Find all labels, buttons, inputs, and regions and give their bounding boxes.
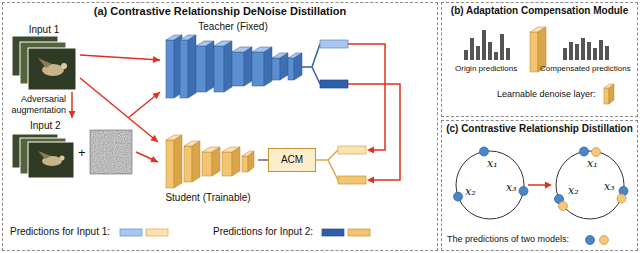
teacher-outputs	[302, 40, 348, 88]
connector-line	[128, 92, 160, 118]
connector-line	[258, 159, 268, 161]
connector	[69, 92, 76, 118]
text-label: Origin predictions	[455, 64, 517, 74]
arrowhead	[153, 56, 160, 63]
legend-text: Predictions for Input 1:	[10, 226, 110, 238]
input-photo	[12, 36, 76, 90]
connector	[258, 160, 268, 161]
connector	[136, 152, 158, 162]
node-label: ACM	[281, 154, 303, 166]
node-label: (c) Contrastive Relationship Distillatio…	[446, 123, 633, 135]
text-label: x₃	[604, 180, 615, 193]
text-label: Compensated predictions	[540, 64, 631, 74]
panel: (a) Contrastive Relationship DeNoise Dis…	[2, 2, 438, 251]
arrowhead	[150, 135, 158, 142]
teacher-layers	[166, 35, 302, 98]
edge-label: Adversarial augmentation	[4, 94, 66, 116]
connector	[128, 92, 160, 118]
node-label: Input 1	[29, 24, 60, 36]
teacher-network: Teacher (Fixed)	[160, 19, 306, 104]
connector-line	[80, 55, 160, 60]
node-label: (b) Adaptation Compensation Module	[451, 5, 628, 17]
distill-arrows	[348, 44, 400, 184]
panel: (b) Adaptation Compensation Module	[441, 2, 638, 117]
student-outputs	[316, 146, 366, 184]
connector	[80, 55, 160, 63]
relation-circles	[454, 147, 629, 245]
student-layers	[166, 135, 254, 188]
arrowhead	[69, 111, 76, 118]
text-label: x₂	[568, 184, 579, 197]
legend-text: The predictions of two models:	[447, 234, 569, 245]
input-photo	[12, 134, 74, 178]
legend-text: Predictions for Input 2:	[213, 226, 313, 238]
text-label: x₁	[487, 157, 498, 170]
noise-image	[90, 130, 132, 174]
arrowhead	[150, 156, 158, 162]
arrowhead	[152, 92, 160, 99]
input-image: Input 2	[8, 118, 136, 180]
connector	[80, 78, 158, 142]
module-box: ACM	[268, 148, 316, 172]
text-label: +	[78, 145, 86, 161]
text-label: x₃	[506, 181, 517, 194]
connector-line	[136, 152, 158, 162]
node-label: Student (Trainable)	[165, 192, 250, 204]
student-network: Student (Trainable)	[158, 130, 258, 206]
connector-line	[80, 78, 158, 142]
legend-text: Learnable denoise layer:	[497, 89, 596, 100]
text-label: x₂	[465, 185, 476, 198]
node-label: Teacher (Fixed)	[198, 21, 267, 33]
node-label: (a) Contrastive Relationship DeNoise Dis…	[94, 5, 346, 18]
input-image: Input 1	[8, 22, 80, 92]
text-label: x₁	[587, 157, 598, 170]
node-label: Input 2	[30, 120, 61, 132]
